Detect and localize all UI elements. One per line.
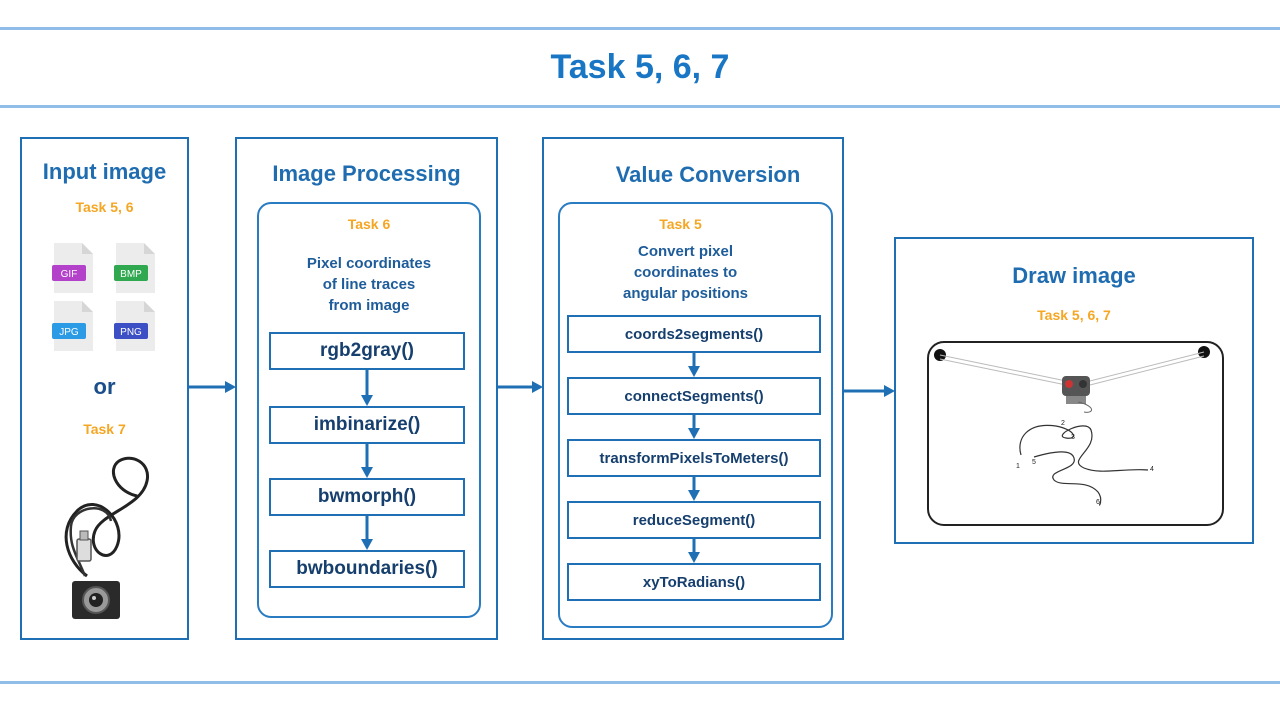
arrow-processing-to-conversion xyxy=(498,381,543,393)
proc-arrow-3 xyxy=(361,515,373,550)
function-coords2segments: coords2segments() xyxy=(567,315,821,353)
processing-panel-title: Image Processing xyxy=(272,161,461,186)
proc-arrow-2 xyxy=(361,443,373,478)
gif-file-icon: GIF xyxy=(52,242,94,294)
or-label: or xyxy=(93,374,116,399)
proc-arrow-1 xyxy=(361,369,373,406)
top-rule xyxy=(0,27,1280,30)
processing-task: Task 6 xyxy=(347,216,391,232)
processing-desc-line-2: of line traces xyxy=(322,276,416,293)
page-title: Task 5, 6, 7 xyxy=(550,48,730,86)
svg-text:BMP: BMP xyxy=(120,269,142,280)
conversion-task: Task 5 xyxy=(659,216,702,232)
processing-desc-line-1: Pixel coordinates xyxy=(306,255,432,272)
conv-arrow-1 xyxy=(688,352,700,377)
draw-task: Task 5, 6, 7 xyxy=(1037,307,1111,323)
conversion-desc-line-3: angular positions xyxy=(622,285,748,302)
image-processing-panel: Image Processing Task 6 Pixel coordinate… xyxy=(235,137,498,640)
svg-text:6: 6 xyxy=(1096,499,1100,506)
function-rgb2gray: rgb2gray() xyxy=(269,332,465,370)
title-rule xyxy=(0,105,1280,108)
gif-badge xyxy=(52,265,86,281)
svg-text:2: 2 xyxy=(1061,420,1065,427)
drawing-robot xyxy=(1062,376,1092,413)
svg-text:GIF: GIF xyxy=(61,269,78,280)
conv-arrow-4 xyxy=(688,538,700,563)
function-transformpixelstometers: transformPixelsToMeters() xyxy=(567,439,821,477)
conversion-desc-line-1: Convert pixel xyxy=(637,243,734,260)
input-task-top: Task 5, 6 xyxy=(75,199,134,215)
svg-text:4: 4 xyxy=(1150,466,1154,473)
svg-text:JPG: JPG xyxy=(59,327,79,338)
jpg-file-icon: JPG xyxy=(52,300,94,352)
conversion-inner-box: Task 5 Convert pixel coordinates to angu… xyxy=(558,202,833,628)
usb-webcam-icon xyxy=(64,456,149,619)
conv-arrow-3 xyxy=(688,476,700,501)
value-conversion-panel: Value Conversion Task 5 Convert pixel co… xyxy=(542,137,844,640)
function-bwmorph: bwmorph() xyxy=(269,478,465,516)
function-bwboundaries: bwboundaries() xyxy=(269,550,465,588)
input-panel-title: Input image xyxy=(42,159,167,184)
bmp-file-icon: BMP xyxy=(114,242,156,294)
svg-text:3: 3 xyxy=(1071,434,1075,441)
processing-inner-box: Task 6 Pixel coordinates of line traces … xyxy=(257,202,481,618)
svg-text:5: 5 xyxy=(1032,459,1036,466)
svg-text:1: 1 xyxy=(1016,463,1020,470)
draw-panel-title: Draw image xyxy=(1012,263,1136,288)
input-image-panel: Input image Task 5, 6 GIF BMP JPG xyxy=(20,137,189,640)
conversion-desc-line-2: coordinates to xyxy=(633,264,738,281)
whiteboard-drawing: 1 2 3 4 5 6 xyxy=(927,341,1224,526)
conv-arrow-2 xyxy=(688,414,700,439)
draw-image-panel: Draw image Task 5, 6, 7 1 2 3 4 5 6 xyxy=(894,237,1254,544)
function-reducesegment: reduceSegment() xyxy=(567,501,821,539)
function-connectsegments: connectSegments() xyxy=(567,377,821,415)
conversion-panel-title: Value Conversion xyxy=(615,162,801,187)
arrow-conversion-to-draw xyxy=(844,385,895,397)
input-task-bottom: Task 7 xyxy=(83,421,126,437)
function-imbinarize: imbinarize() xyxy=(269,406,465,444)
svg-text:PNG: PNG xyxy=(120,327,142,338)
png-file-icon: PNG xyxy=(114,300,156,352)
processing-desc-line-3: from image xyxy=(328,297,410,314)
bottom-rule xyxy=(0,681,1280,684)
function-xytoradians: xyToRadians() xyxy=(567,563,821,601)
arrow-input-to-processing xyxy=(189,381,236,393)
